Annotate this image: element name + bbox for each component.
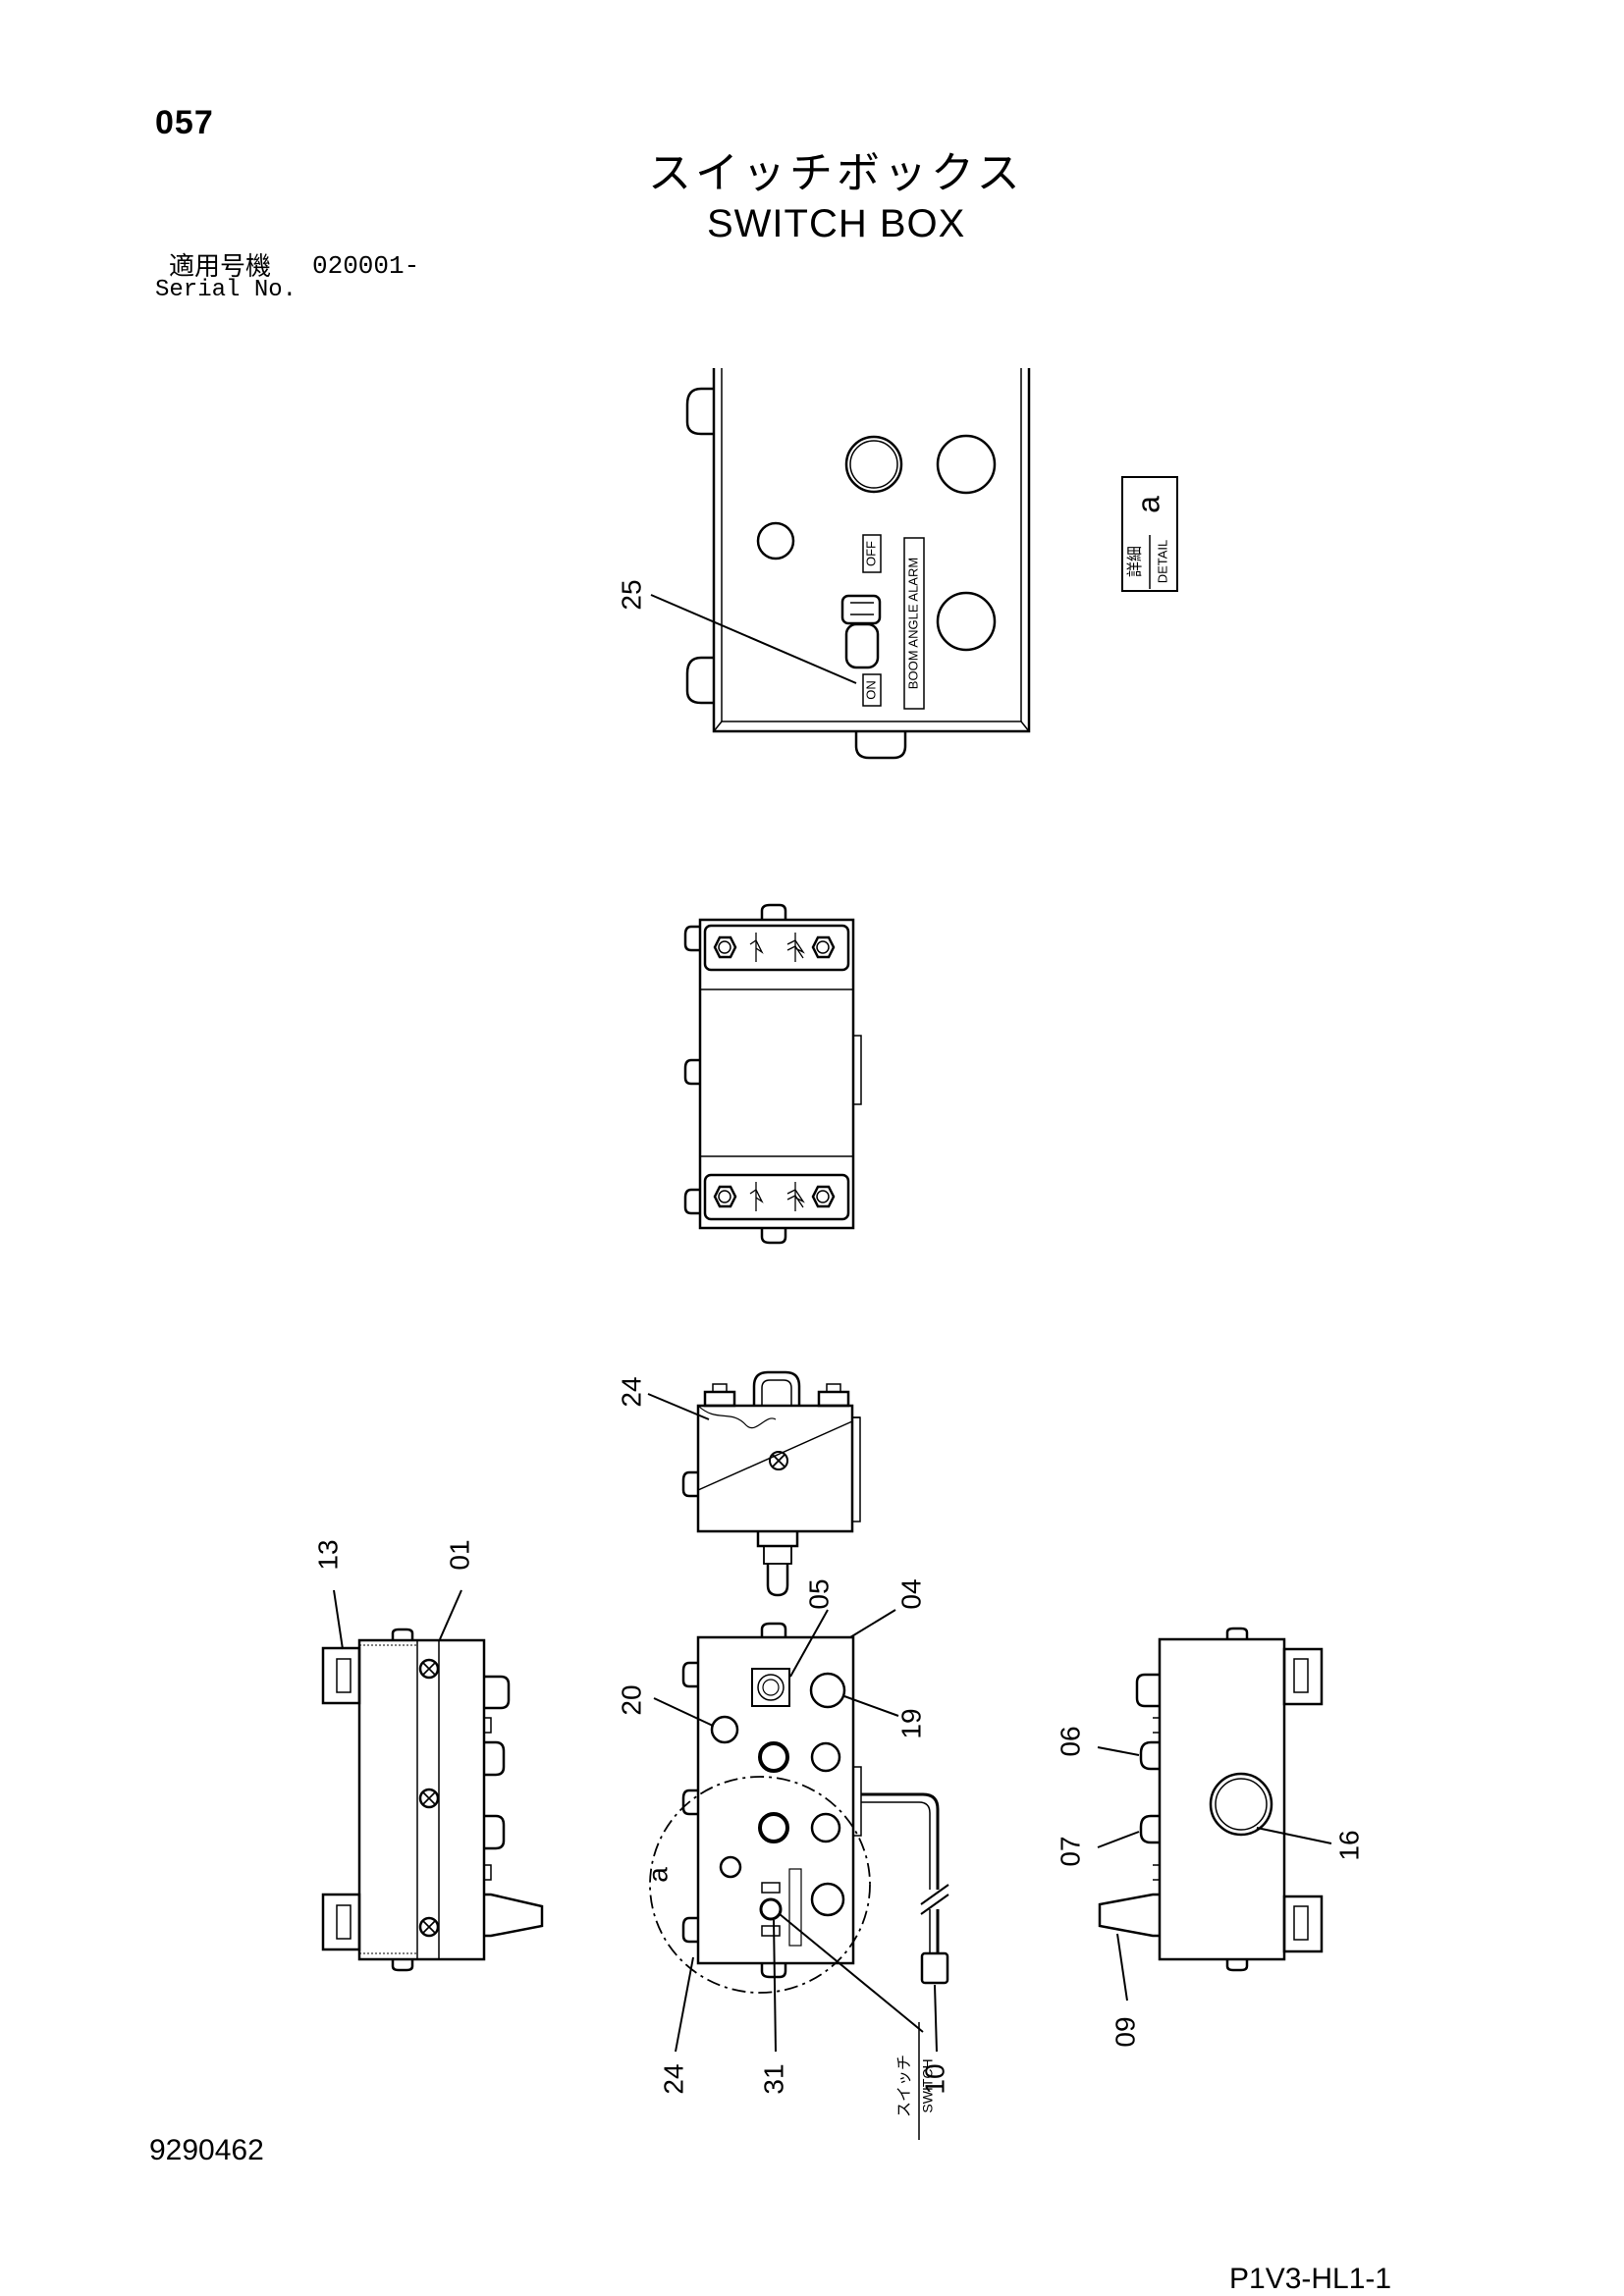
document-number: 9290462 (149, 2134, 264, 2166)
callout-09: 09 (1110, 2016, 1140, 2047)
leader-line-05 (789, 1609, 829, 1678)
detail-tag (1121, 476, 1178, 592)
leader-line-25 (650, 594, 857, 684)
on-label: ON (863, 680, 878, 700)
title-english: SWITCH BOX (707, 202, 966, 245)
boom-angle-alarm-label: BOOM ANGLE ALARM (905, 558, 920, 689)
callout-25: 25 (616, 579, 646, 610)
detail-a-circle (649, 1776, 871, 1994)
callout-16: 16 (1333, 1830, 1364, 1860)
leader-line-04 (849, 1609, 896, 1638)
detail-view-panel (685, 368, 1031, 760)
off-label: OFF (863, 541, 878, 566)
callout-13: 13 (312, 1539, 343, 1570)
callout-24-top: 24 (616, 1376, 646, 1407)
switch-note-english: SWITCH (920, 2058, 936, 2112)
detail-tag-english: DETAIL (1155, 540, 1169, 584)
callout-detail-a: a (642, 1867, 673, 1883)
right-side-view (1098, 1627, 1324, 1972)
leader-line-24-front (675, 1956, 694, 2053)
leader-line-10 (934, 1984, 938, 2053)
page-reference: P1V3-HL1-1 (1229, 2263, 1392, 2295)
leader-line-20 (653, 1697, 714, 1727)
callout-01: 01 (444, 1539, 474, 1570)
callout-24-front: 24 (658, 2063, 688, 2094)
top-view-box (681, 1370, 861, 1597)
callout-31: 31 (758, 2063, 788, 2094)
left-side-view (321, 1628, 544, 1972)
leader-line-31 (773, 1919, 777, 2053)
leader-line-19 (843, 1695, 899, 1717)
callout-04: 04 (895, 1578, 926, 1609)
leader-line-06 (1097, 1746, 1140, 1756)
leader-line-24-top (647, 1393, 710, 1420)
leader-line-13 (333, 1589, 344, 1650)
detail-tag-letter: a (1130, 496, 1165, 513)
rear-view-box (683, 903, 862, 1245)
callout-07: 07 (1055, 1836, 1085, 1866)
leader-line-16 (1256, 1827, 1332, 1844)
serial-number-value: 020001- (312, 251, 420, 281)
leader-line-07 (1097, 1831, 1140, 1848)
serial-label-japanese: 適用号機 (169, 251, 272, 281)
callout-06: 06 (1055, 1726, 1085, 1756)
switch-note-japanese: スイッチ (896, 2055, 913, 2117)
callout-10: 10 (919, 2063, 949, 2094)
front-view-box (681, 1622, 949, 1985)
callout-05: 05 (803, 1578, 834, 1609)
serial-label-english: Serial No. (155, 277, 298, 303)
leader-line-09 (1116, 1933, 1128, 2002)
leader-line-01 (439, 1589, 462, 1640)
page-number: 057 (155, 104, 214, 141)
callout-19: 19 (895, 1708, 926, 1738)
detail-tag-japanese: 詳細 (1126, 546, 1144, 577)
leader-line-switch (779, 1913, 924, 2033)
callout-20: 20 (616, 1684, 646, 1715)
title-japanese: スイッチボックス (648, 149, 1024, 197)
